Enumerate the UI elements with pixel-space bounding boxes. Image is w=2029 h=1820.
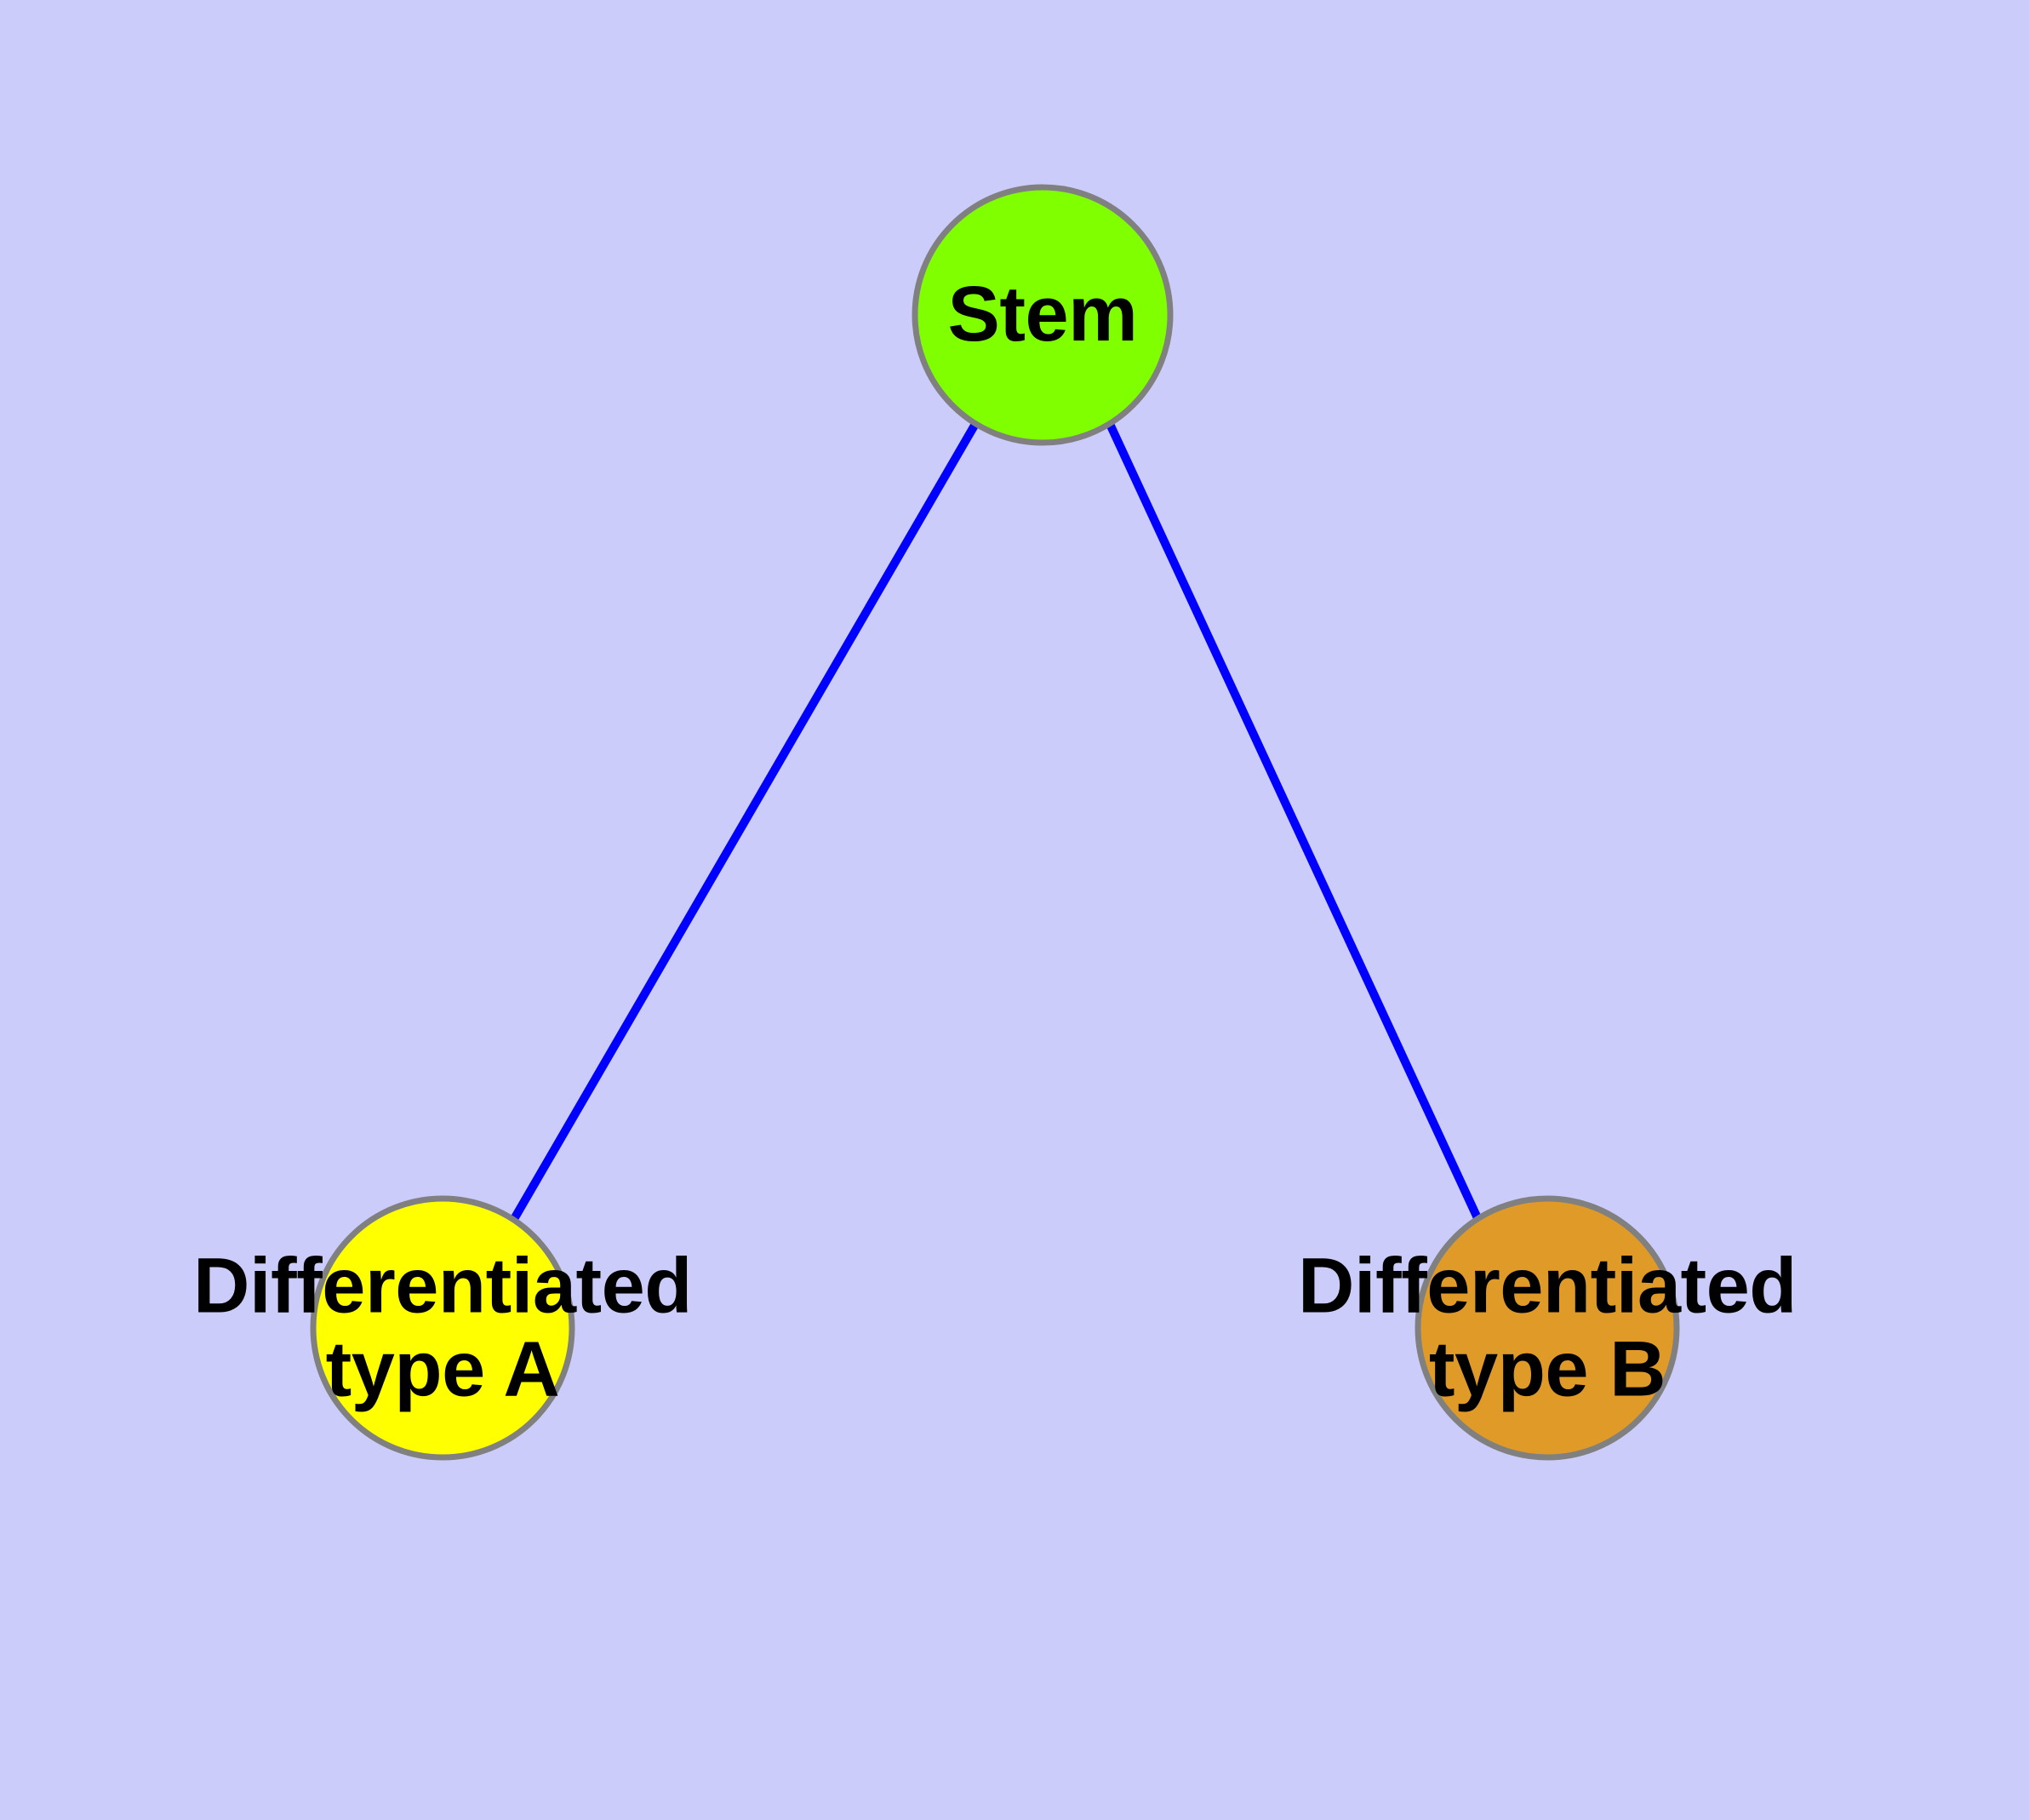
nodes-layer <box>310 184 1680 1461</box>
edges-layer <box>510 421 1483 1222</box>
edge-stem-to-diff-b[interactable] <box>1106 421 1483 1222</box>
node-differentiated-type-a[interactable] <box>310 1195 575 1461</box>
edge-stem-to-diff-a[interactable] <box>510 421 980 1222</box>
node-stem[interactable] <box>912 184 1174 446</box>
node-differentiated-type-b[interactable] <box>1415 1195 1680 1461</box>
